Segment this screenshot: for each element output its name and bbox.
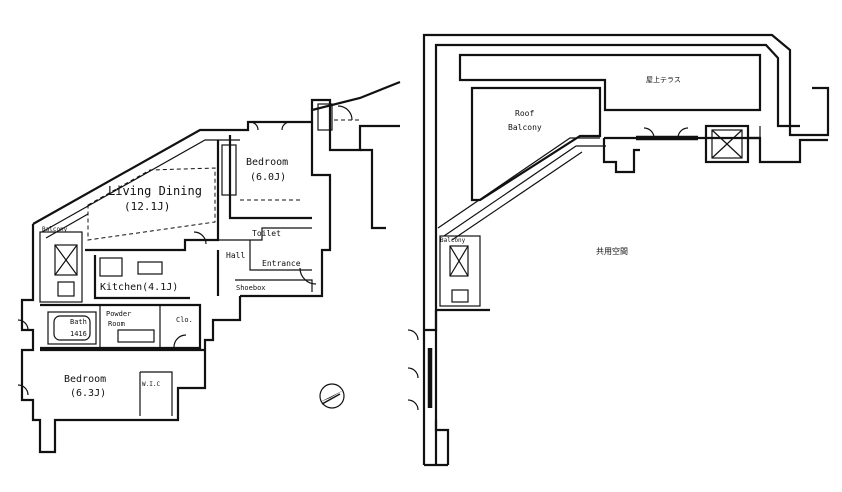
hall-label: Hall	[226, 251, 245, 260]
north-arrow-icon	[319, 383, 345, 409]
right-balcony-label: Balcony	[440, 237, 466, 244]
closet-label: Clo.	[176, 316, 193, 324]
roof-balcony-label2: Balcony	[508, 123, 542, 132]
living-dining-label: Living Dining	[108, 184, 202, 198]
left-balcony-label: Balcony	[42, 226, 68, 233]
powder-room-label2: Room	[108, 320, 125, 328]
roof-balcony-label: Roof	[515, 109, 534, 118]
right-unit	[407, 33, 830, 467]
bedroom1-label: Bedroom	[246, 157, 288, 168]
left-unit	[17, 80, 401, 454]
right-unit-labels: Roof Balcony 屋上テラス 共用空間 Balcony	[440, 75, 681, 256]
bedroom2-label: Bedroom	[64, 374, 106, 385]
bath-label: Bath	[70, 318, 87, 326]
wic-label: W.I.C	[142, 381, 160, 388]
top-terrace-label: 屋上テラス	[646, 75, 681, 84]
living-dining-area: (12.1J)	[124, 200, 170, 213]
left-unit-labels: Living Dining (12.1J) Bedroom (6.0J) Kit…	[42, 157, 301, 399]
bedroom1-area: (6.0J)	[250, 172, 286, 183]
bath-size: 1416	[70, 330, 87, 338]
entrance-label: Entrance	[262, 259, 301, 268]
bedroom2-area: (6.3J)	[70, 388, 106, 399]
open-area-label: 共用空間	[596, 246, 628, 256]
shoebox-label: Shoebox	[236, 284, 266, 292]
powder-room-label: Powder	[106, 310, 131, 318]
kitchen-label: Kitchen(4.1J)	[100, 282, 178, 293]
toilet-label: Toilet	[252, 229, 281, 238]
